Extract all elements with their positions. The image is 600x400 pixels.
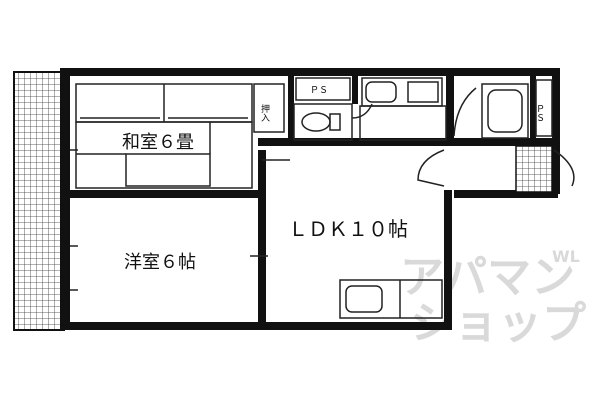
windows-left [70,149,78,291]
entrance-floor [515,145,553,193]
toilet [293,103,373,141]
closet [75,83,253,123]
entrance-doors [417,149,575,187]
ps-top-label: ＰＳ [310,86,328,96]
walls [60,68,560,330]
tatami [75,121,253,189]
ps-right-box [535,79,553,137]
balcony [13,71,65,331]
ps-top-box [295,77,351,101]
room-label-washitsu: 和室６畳 [122,132,194,153]
watermark-wl: WL [552,247,580,266]
kitchen [339,279,443,319]
ps-right-label: ＰＳ [534,104,544,122]
oshiire-label: 押入 [259,103,270,122]
yoshitsu-fixtures [250,159,290,257]
watermark-line1: アパマン [400,252,575,303]
bathtub [453,83,529,139]
oshiire [253,83,285,133]
washstand [359,77,447,141]
room-label-yoshitsu: 洋室６帖 [124,252,196,273]
watermark: アパマン ショップ WL [400,247,586,349]
room-label-ldk: ＬＤＫ１０帖 [288,217,408,241]
